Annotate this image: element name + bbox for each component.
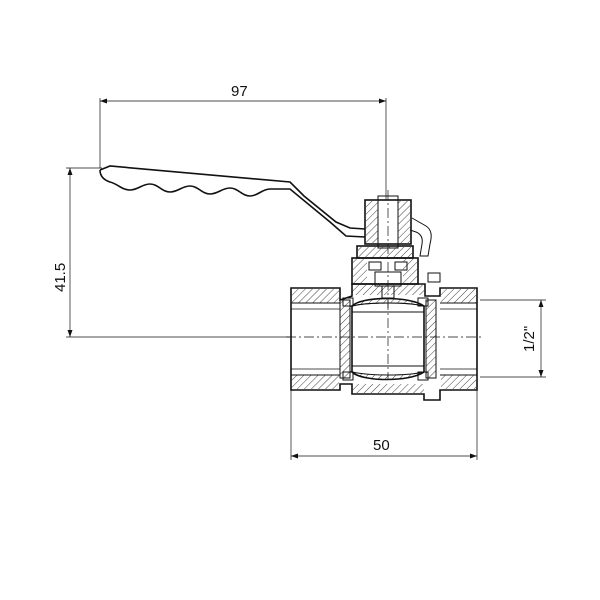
dimension-body-length-label: 50 (373, 437, 390, 454)
lever-handle (99, 165, 432, 257)
dimension-handle-length-label: 97 (231, 83, 248, 100)
dimension-thread-size-label: 1/2" (521, 326, 538, 352)
dimension-thread-size: 1/2" (480, 299, 546, 378)
dimension-handle-length: 97 (99, 83, 387, 200)
valve-body (286, 283, 484, 401)
dimension-body-length: 50 (290, 390, 478, 460)
dimension-height: 41.5 (52, 167, 290, 338)
dimension-height-label: 41.5 (52, 263, 69, 292)
